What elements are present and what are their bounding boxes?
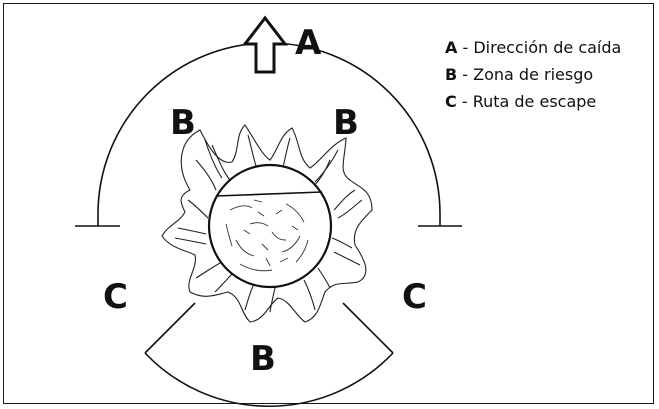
tree-stump-icon: [161, 124, 373, 323]
lower-right-boundary-line: [342, 302, 394, 354]
zone-label-a: A: [295, 23, 322, 63]
zone-label-b-right: B: [333, 103, 359, 143]
legend-item-a: A - Dirección de caída: [445, 34, 621, 61]
zone-label-b-left: B: [170, 103, 196, 143]
legend-item-c: C - Ruta de escape: [445, 88, 621, 115]
legend-text-a: - Dirección de caída: [457, 38, 622, 57]
lower-risk-arc: [144, 352, 394, 408]
lower-left-boundary-line: [144, 302, 196, 354]
zone-label-c-left: C: [103, 277, 128, 317]
legend-key-b: B: [445, 65, 458, 84]
legend-key-a: A: [445, 38, 458, 57]
arrow-up-icon: [241, 15, 289, 74]
zone-label-b-bottom: B: [250, 339, 276, 379]
diagram-frame: [3, 3, 654, 404]
zone-label-c-right: C: [402, 277, 427, 317]
legend-text-c: - Ruta de escape: [456, 92, 597, 111]
legend-text-b: - Zona de riesgo: [457, 65, 594, 84]
tree-trunk: [207, 163, 333, 289]
legend-key-c: C: [445, 92, 457, 111]
legend: A - Dirección de caída B - Zona de riesg…: [445, 34, 621, 115]
legend-item-b: B - Zona de riesgo: [445, 61, 621, 88]
